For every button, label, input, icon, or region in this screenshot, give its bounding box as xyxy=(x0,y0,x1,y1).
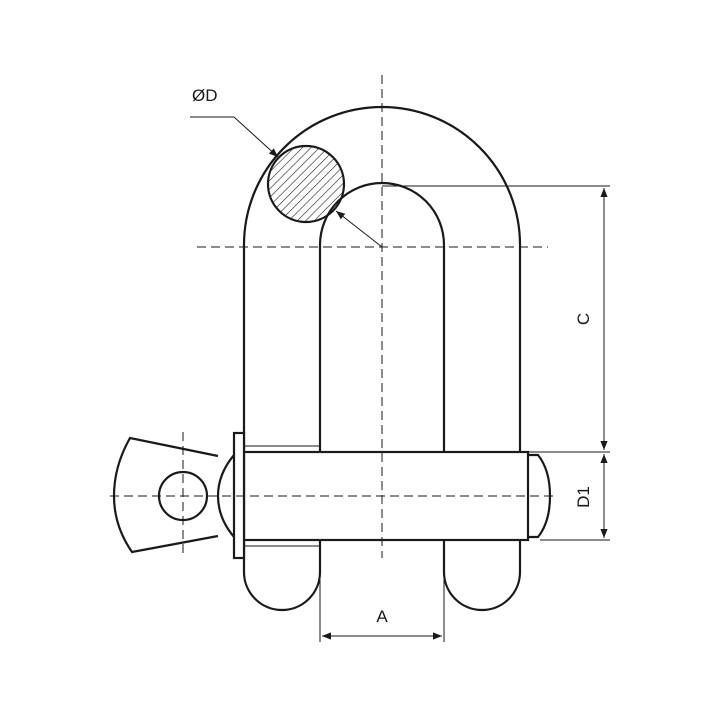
diameter-leader-1 xyxy=(233,116,279,158)
dim-a-label: A xyxy=(376,607,388,626)
diameter-leader-2 xyxy=(335,210,383,248)
dim-d1-label: D1 xyxy=(574,486,593,508)
dim-c-label: C xyxy=(574,313,593,325)
shackle-body-outer xyxy=(242,105,522,612)
cross-section-circle xyxy=(266,144,346,224)
pin-shoulder xyxy=(216,454,235,538)
diameter-label: ØD xyxy=(192,86,218,105)
pin-eye xyxy=(112,436,219,554)
